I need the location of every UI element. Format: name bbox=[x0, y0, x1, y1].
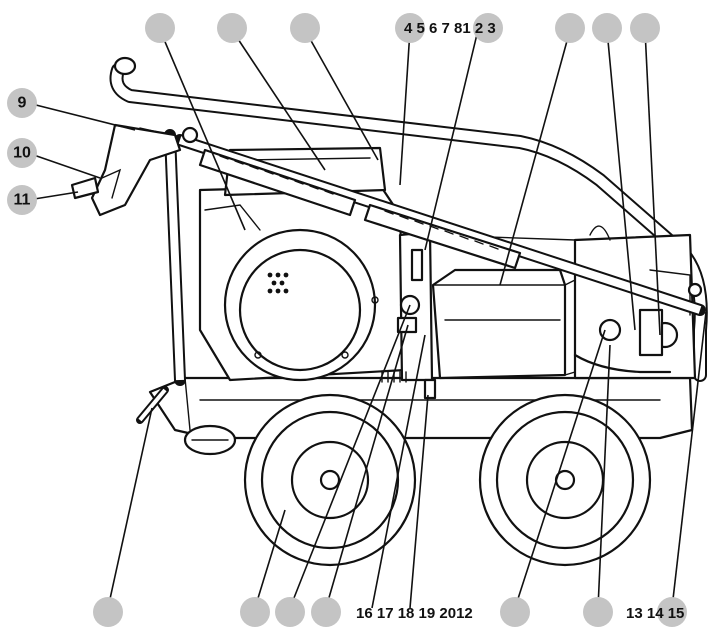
callout-circle-bottom bbox=[583, 597, 613, 627]
callout-circles bbox=[7, 13, 687, 627]
lance-grip-right bbox=[363, 203, 522, 270]
callout-circle-bottom bbox=[240, 597, 270, 627]
callout-circle-bottom bbox=[500, 597, 530, 627]
callout-circle-top bbox=[395, 13, 425, 43]
callout-circle-bottom bbox=[657, 597, 687, 627]
callout-circle-top bbox=[555, 13, 585, 43]
drain-plug bbox=[423, 378, 437, 400]
lance-grip-left bbox=[198, 148, 357, 217]
callout-circle-top bbox=[592, 13, 622, 43]
wheel-front bbox=[243, 393, 417, 567]
callout-circle-bottom bbox=[93, 597, 123, 627]
tank-box bbox=[431, 268, 567, 380]
callout-circle-9 bbox=[7, 88, 37, 118]
callout-circle-top bbox=[473, 13, 503, 43]
callout-number-11: 11 bbox=[14, 192, 31, 209]
callout-circle-11 bbox=[7, 185, 37, 215]
callout-circle-top bbox=[145, 13, 175, 43]
starter-vent-dots bbox=[267, 272, 289, 294]
callout-number-10: 10 bbox=[13, 145, 31, 162]
callout-circle-top bbox=[630, 13, 660, 43]
callout-circle-top bbox=[290, 13, 320, 43]
pump-assembly bbox=[573, 269, 691, 374]
leader-lines bbox=[27, 29, 707, 609]
bottom-callout-numbers-b: 13 14 15 bbox=[626, 605, 684, 622]
callout-circle-10 bbox=[7, 138, 37, 168]
callout-circle-bottom bbox=[275, 597, 305, 627]
callout-circle-bottom bbox=[311, 597, 341, 627]
handle-grip-end bbox=[113, 56, 137, 76]
control-switch bbox=[396, 316, 418, 334]
callout-number-9: 9 bbox=[18, 95, 27, 112]
wheel-rear bbox=[478, 393, 652, 567]
callout-circle-top bbox=[217, 13, 247, 43]
top-callout-numbers: 4 5 6 7 81 2 3 bbox=[404, 20, 496, 37]
bottom-callout-numbers-a: 16 17 18 19 2012 bbox=[356, 605, 473, 622]
machine-drawing bbox=[70, 56, 708, 567]
